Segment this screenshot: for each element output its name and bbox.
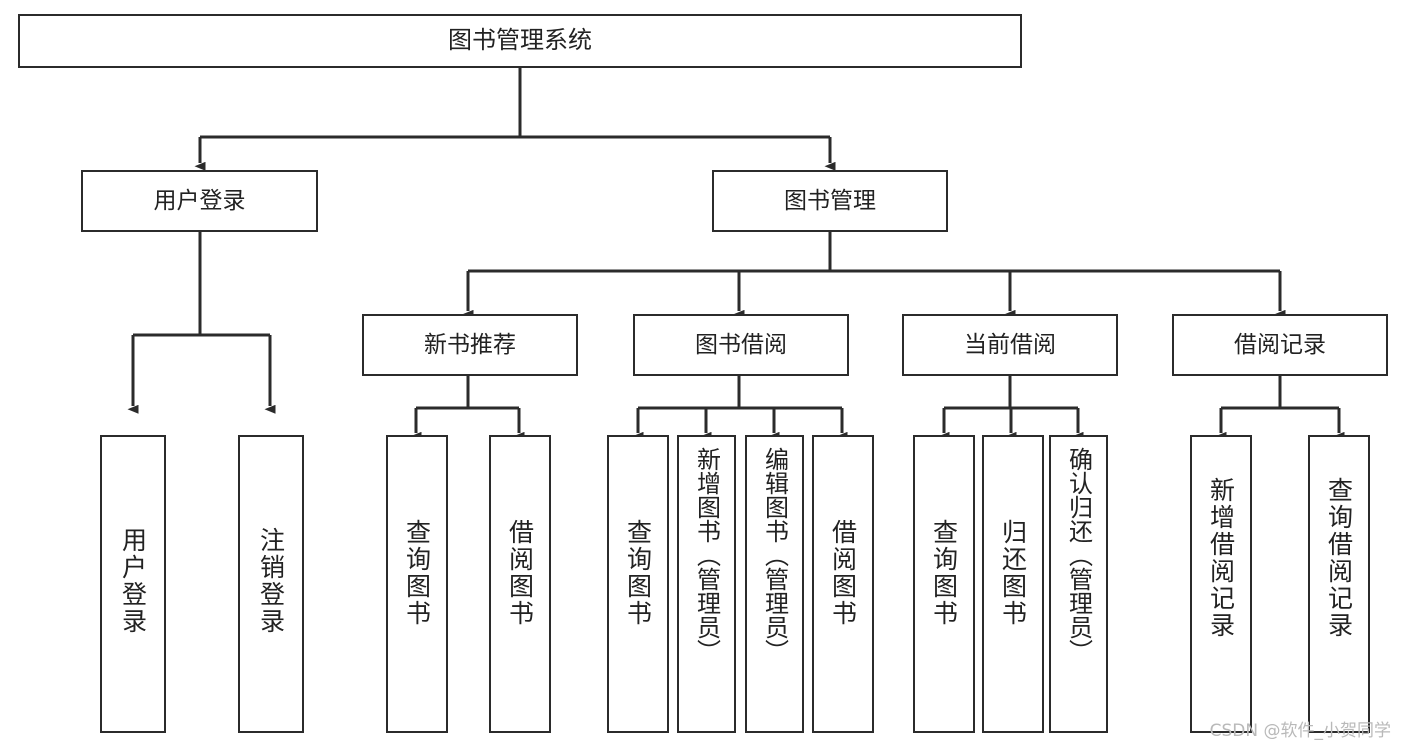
node-label: 用户登录 xyxy=(153,187,246,214)
node-label: 图书管理 xyxy=(784,187,876,214)
node-label: 归还图书 xyxy=(998,519,1028,627)
node-label: 借阅图书 xyxy=(828,519,858,627)
watermark: CSDN @软件_小贺同学 xyxy=(1209,721,1391,741)
node-label: 借阅图书 xyxy=(505,519,535,627)
leaf-bb-query-book[interactable]: 查询图书 xyxy=(607,435,669,733)
leaf-bb-edit-book-admin[interactable]: 编辑图书（管理员） xyxy=(745,435,804,733)
node-label: 编辑图书（管理员） xyxy=(760,447,789,663)
leaf-user-login[interactable]: 用户登录 xyxy=(100,435,166,733)
node-label: 用户登录 xyxy=(118,527,148,635)
node-label: 当前借阅 xyxy=(964,331,1056,358)
leaf-nb-query-book[interactable]: 查询图书 xyxy=(386,435,448,733)
node-root-system[interactable]: 图书管理系统 xyxy=(18,14,1022,68)
node-label: 查询借阅记录 xyxy=(1324,477,1354,639)
leaf-bb-borrow-book[interactable]: 借阅图书 xyxy=(812,435,874,733)
leaf-cb-confirm-return-admin[interactable]: 确认归还（管理员） xyxy=(1049,435,1108,733)
node-label: 确认归还（管理员） xyxy=(1064,447,1093,663)
leaf-bb-add-book-admin[interactable]: 新增图书（管理员） xyxy=(677,435,736,733)
node-label: 借阅记录 xyxy=(1234,331,1326,358)
node-label: 注销登录 xyxy=(256,527,286,635)
leaf-nb-borrow-book[interactable]: 借阅图书 xyxy=(489,435,551,733)
leaf-br-add-record[interactable]: 新增借阅记录 xyxy=(1190,435,1252,733)
node-label: 图书管理系统 xyxy=(448,26,592,55)
node-new-book-recommend[interactable]: 新书推荐 xyxy=(362,314,578,376)
node-user-login[interactable]: 用户登录 xyxy=(81,170,318,232)
leaf-logout[interactable]: 注销登录 xyxy=(238,435,304,733)
node-book-borrow[interactable]: 图书借阅 xyxy=(633,314,849,376)
node-label: 查询图书 xyxy=(929,519,959,627)
node-label: 图书借阅 xyxy=(695,331,787,358)
node-label: 新增借阅记录 xyxy=(1206,477,1236,639)
node-borrow-record[interactable]: 借阅记录 xyxy=(1172,314,1388,376)
node-book-management[interactable]: 图书管理 xyxy=(712,170,948,232)
node-label: 新增图书（管理员） xyxy=(692,447,721,663)
node-current-borrow[interactable]: 当前借阅 xyxy=(902,314,1118,376)
node-label: 新书推荐 xyxy=(424,331,516,358)
node-label: 查询图书 xyxy=(402,519,432,627)
leaf-br-query-record[interactable]: 查询借阅记录 xyxy=(1308,435,1370,733)
leaf-cb-query-book[interactable]: 查询图书 xyxy=(913,435,975,733)
leaf-cb-return-book[interactable]: 归还图书 xyxy=(982,435,1044,733)
node-label: 查询图书 xyxy=(623,519,653,627)
